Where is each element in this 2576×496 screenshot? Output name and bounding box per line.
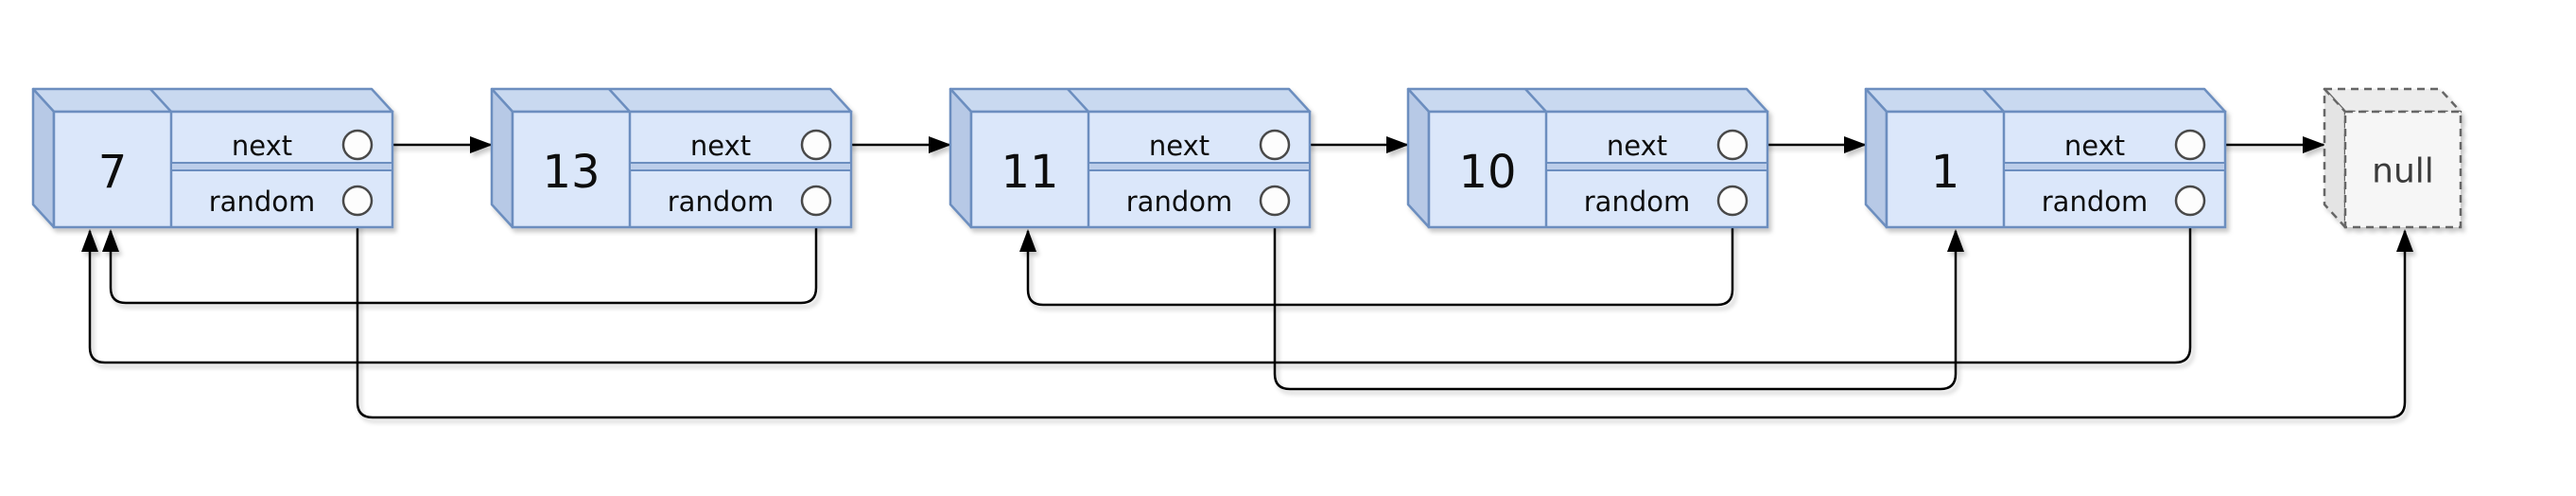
random-pointer-circle: [2174, 185, 2206, 217]
node-value: 10: [1458, 146, 1516, 199]
next-pointer-circle: [1259, 129, 1291, 161]
node-value: 7: [98, 146, 128, 199]
field-divider-band: [1545, 162, 1768, 171]
field-divider-band: [170, 162, 393, 171]
random-pointer-circle: [1716, 185, 1749, 217]
node-left-face: [490, 87, 514, 229]
next-pointer-circle: [2174, 129, 2206, 161]
node-top-face: [1406, 87, 1769, 114]
node-top-face: [1864, 87, 2227, 114]
arrow-random-1-to-7: [81, 215, 2192, 364]
null-terminator: null: [2323, 87, 2463, 229]
node-left-face: [1406, 87, 1431, 229]
arrow-random-11-to-1: [1273, 215, 1964, 391]
random-label: random: [2042, 186, 2148, 218]
field-divider-band: [2003, 162, 2226, 171]
next-pointer-circle: [800, 129, 832, 161]
node-value: 11: [1001, 146, 1058, 199]
top-face-divider: [1067, 88, 1089, 113]
random-pointer-circle: [1259, 185, 1291, 217]
node-value: 1: [1931, 146, 1960, 199]
terminator-label: null: [2372, 152, 2434, 191]
arrow-random-7-to-null: [356, 215, 2413, 419]
next-label: next: [690, 130, 751, 162]
top-face-divider: [608, 88, 631, 113]
top-face-divider: [149, 88, 172, 113]
random-label: random: [1584, 186, 1690, 218]
list-node-2: 11 next random: [949, 87, 1312, 229]
list-node-3: 10 next random: [1406, 87, 1769, 229]
field-divider-band: [1088, 162, 1311, 171]
next-pointer-circle: [1716, 129, 1749, 161]
field-divider-band: [629, 162, 852, 171]
list-node-4: 1 next random: [1864, 87, 2227, 229]
list-node-0: 7 next random: [31, 87, 394, 229]
node-top-face: [490, 87, 853, 114]
next-label: next: [1607, 130, 1667, 162]
random-label: random: [209, 186, 315, 218]
node-value: 13: [542, 146, 600, 199]
terminator-front-face: [2343, 110, 2463, 229]
arrow-random-13-to-7: [102, 215, 818, 305]
terminator-top-face: [2323, 87, 2463, 114]
random-pointer-circle: [800, 185, 832, 217]
node-left-face: [949, 87, 973, 229]
arrow-random-10-to-11: [1019, 215, 1734, 307]
next-pointer-circle: [341, 129, 374, 161]
random-label: random: [668, 186, 774, 218]
random-label: random: [1126, 186, 1232, 218]
terminator-left-face: [2323, 87, 2347, 229]
random-pointer-circle: [341, 185, 374, 217]
node-top-face: [31, 87, 394, 114]
list-node-1: 13 next random: [490, 87, 853, 229]
node-left-face: [1864, 87, 1888, 229]
top-face-divider: [1982, 88, 2005, 113]
node-left-face: [31, 87, 56, 229]
top-face-divider: [1524, 88, 1547, 113]
next-label: next: [232, 130, 292, 162]
next-label: next: [1149, 130, 1210, 162]
node-top-face: [949, 87, 1312, 114]
next-label: next: [2064, 130, 2125, 162]
